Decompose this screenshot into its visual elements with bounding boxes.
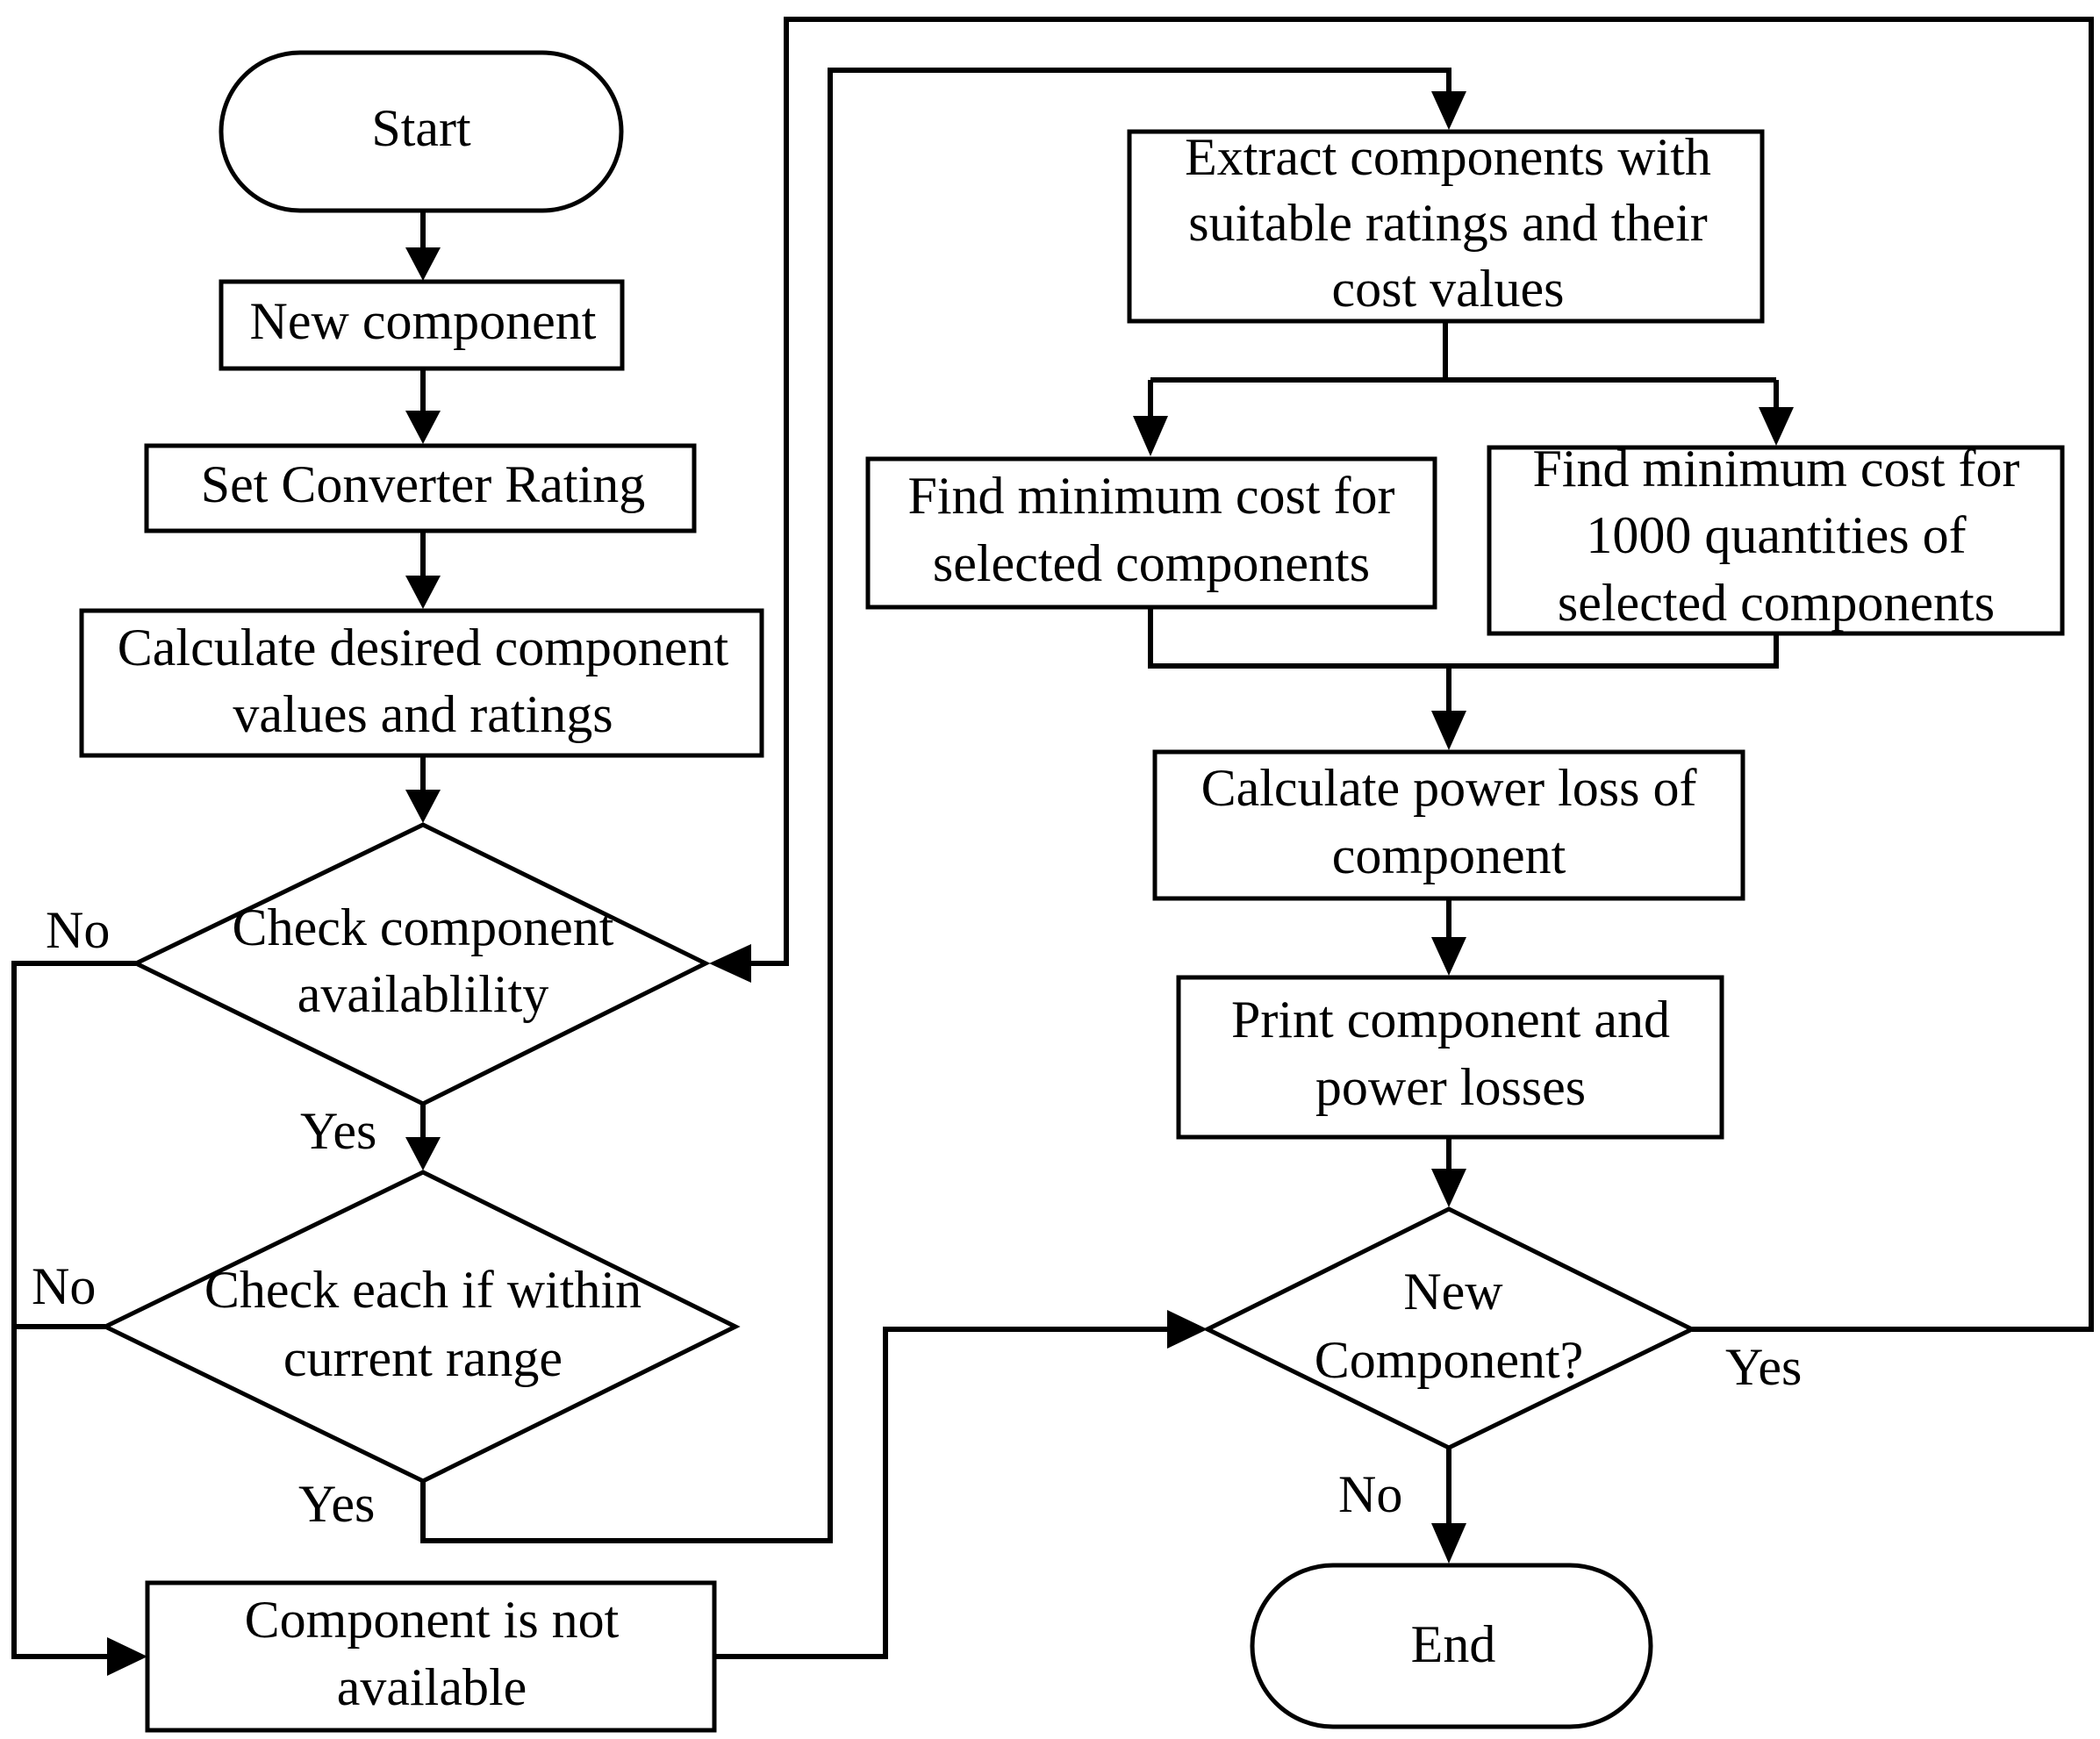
check-range-line-1: Check each if within: [204, 1261, 641, 1319]
power-loss-line-2: component: [1332, 827, 1566, 884]
min-cost-1000-box: [1487, 445, 2065, 636]
end-label: End: [1411, 1615, 1496, 1673]
label-new-no: No: [1338, 1465, 1402, 1523]
arrowhead: [1167, 1310, 1208, 1349]
node-min-cost-1000: Find minimum cost for 1000 quantities of…: [1487, 440, 2065, 636]
check-availability-diamond: [131, 822, 711, 1106]
arrowhead: [107, 1637, 147, 1676]
arrowhead: [1759, 407, 1794, 446]
not-available-box: [145, 1580, 717, 1733]
min-cost-line-2: selected components: [933, 534, 1370, 592]
edge-not-available-to-new-q: [714, 1327, 1172, 1659]
set-rating-box: [144, 443, 697, 533]
arrowhead: [1133, 416, 1168, 456]
min-cost-line-1: Find minimum cost for: [908, 467, 1395, 525]
node-new-component: New component: [219, 279, 625, 371]
node-power-loss: Calculate power loss of component: [1152, 749, 1745, 901]
label-avail-no: No: [46, 901, 110, 959]
power-loss-box: [1152, 749, 1745, 901]
node-extract: Extract components with suitable ratings…: [1127, 128, 1765, 324]
node-new-component-question: New Component?: [1202, 1206, 1697, 1450]
arrowhead: [1431, 1169, 1466, 1207]
set-rating-label: Set Converter Rating: [201, 455, 646, 513]
node-set-rating: Set Converter Rating: [144, 443, 697, 533]
check-range-line-2: current range: [283, 1329, 563, 1387]
min-cost-1000-line-2: 1000 quantities of: [1586, 506, 1966, 564]
start-label: Start: [371, 99, 471, 157]
edge-labels: No Yes No Yes Yes No: [32, 901, 1802, 1533]
arrowhead: [1431, 711, 1466, 750]
node-end: End: [1250, 1563, 1653, 1729]
node-calc-values: Calculate desired component values and r…: [79, 608, 764, 758]
arrowhead: [1431, 1523, 1466, 1564]
node-min-cost: Find minimum cost for selected component…: [865, 456, 1437, 610]
node-check-availability: Check component availablility: [131, 822, 711, 1106]
new-component-label: New component: [250, 292, 597, 350]
edge-extract-to-split: [1148, 321, 1779, 419]
print-box: [1176, 975, 1724, 1140]
end-terminal: [1250, 1563, 1653, 1729]
arrowhead: [405, 247, 441, 281]
calc-values-line-1: Calculate desired component: [118, 619, 729, 676]
arrowhead: [405, 790, 441, 823]
edges: [11, 17, 2094, 1676]
calc-values-line-2: values and ratings: [233, 685, 613, 743]
new-component-question-line-1: New: [1403, 1263, 1503, 1320]
label-new-yes: Yes: [1725, 1338, 1802, 1396]
extract-line-1: Extract components with: [1185, 128, 1711, 186]
arrowhead: [1431, 91, 1466, 130]
arrowhead: [709, 944, 751, 983]
print-line-1: Print component and: [1231, 991, 1670, 1048]
calc-values-box: [79, 608, 764, 758]
power-loss-line-1: Calculate power loss of: [1201, 759, 1697, 817]
start-terminal: [219, 50, 624, 213]
extract-line-2: suitable ratings and their: [1188, 194, 1708, 252]
label-avail-yes: Yes: [300, 1102, 376, 1160]
arrowhead: [1431, 937, 1466, 976]
min-cost-1000-line-3: selected components: [1558, 574, 1995, 632]
min-cost-box: [865, 456, 1437, 610]
check-range-diamond: [100, 1170, 741, 1484]
arrowhead: [405, 411, 441, 444]
new-component-question-diamond: [1202, 1206, 1697, 1450]
not-available-line-1: Component is not: [245, 1591, 620, 1649]
edge-avail-no-to-not-available: [11, 961, 136, 1659]
node-check-range: Check each if within current range: [100, 1170, 741, 1484]
node-not-available: Component is not available: [145, 1580, 717, 1733]
node-print: Print component and power losses: [1176, 975, 1724, 1140]
new-component-box: [219, 279, 625, 371]
edge-new-yes-to-check-avail: [746, 17, 2094, 1332]
print-line-2: power losses: [1315, 1058, 1586, 1116]
min-cost-1000-line-1: Find minimum cost for: [1533, 440, 2020, 497]
arrowhead: [405, 576, 441, 609]
arrowhead: [405, 1137, 441, 1170]
edge-range-yes-to-extract: [420, 68, 1451, 1543]
not-available-line-2: available: [337, 1658, 527, 1716]
edge-merge-to-power-loss: [1148, 607, 1779, 715]
extract-line-3: cost values: [1332, 260, 1565, 318]
extract-box: [1127, 129, 1765, 324]
node-start: Start: [219, 50, 624, 213]
new-component-question-line-2: Component?: [1315, 1331, 1584, 1389]
check-availability-line-2: availablility: [297, 965, 549, 1023]
label-range-no: No: [32, 1257, 96, 1315]
label-range-yes: Yes: [298, 1475, 375, 1533]
check-availability-line-1: Check component: [233, 898, 614, 956]
